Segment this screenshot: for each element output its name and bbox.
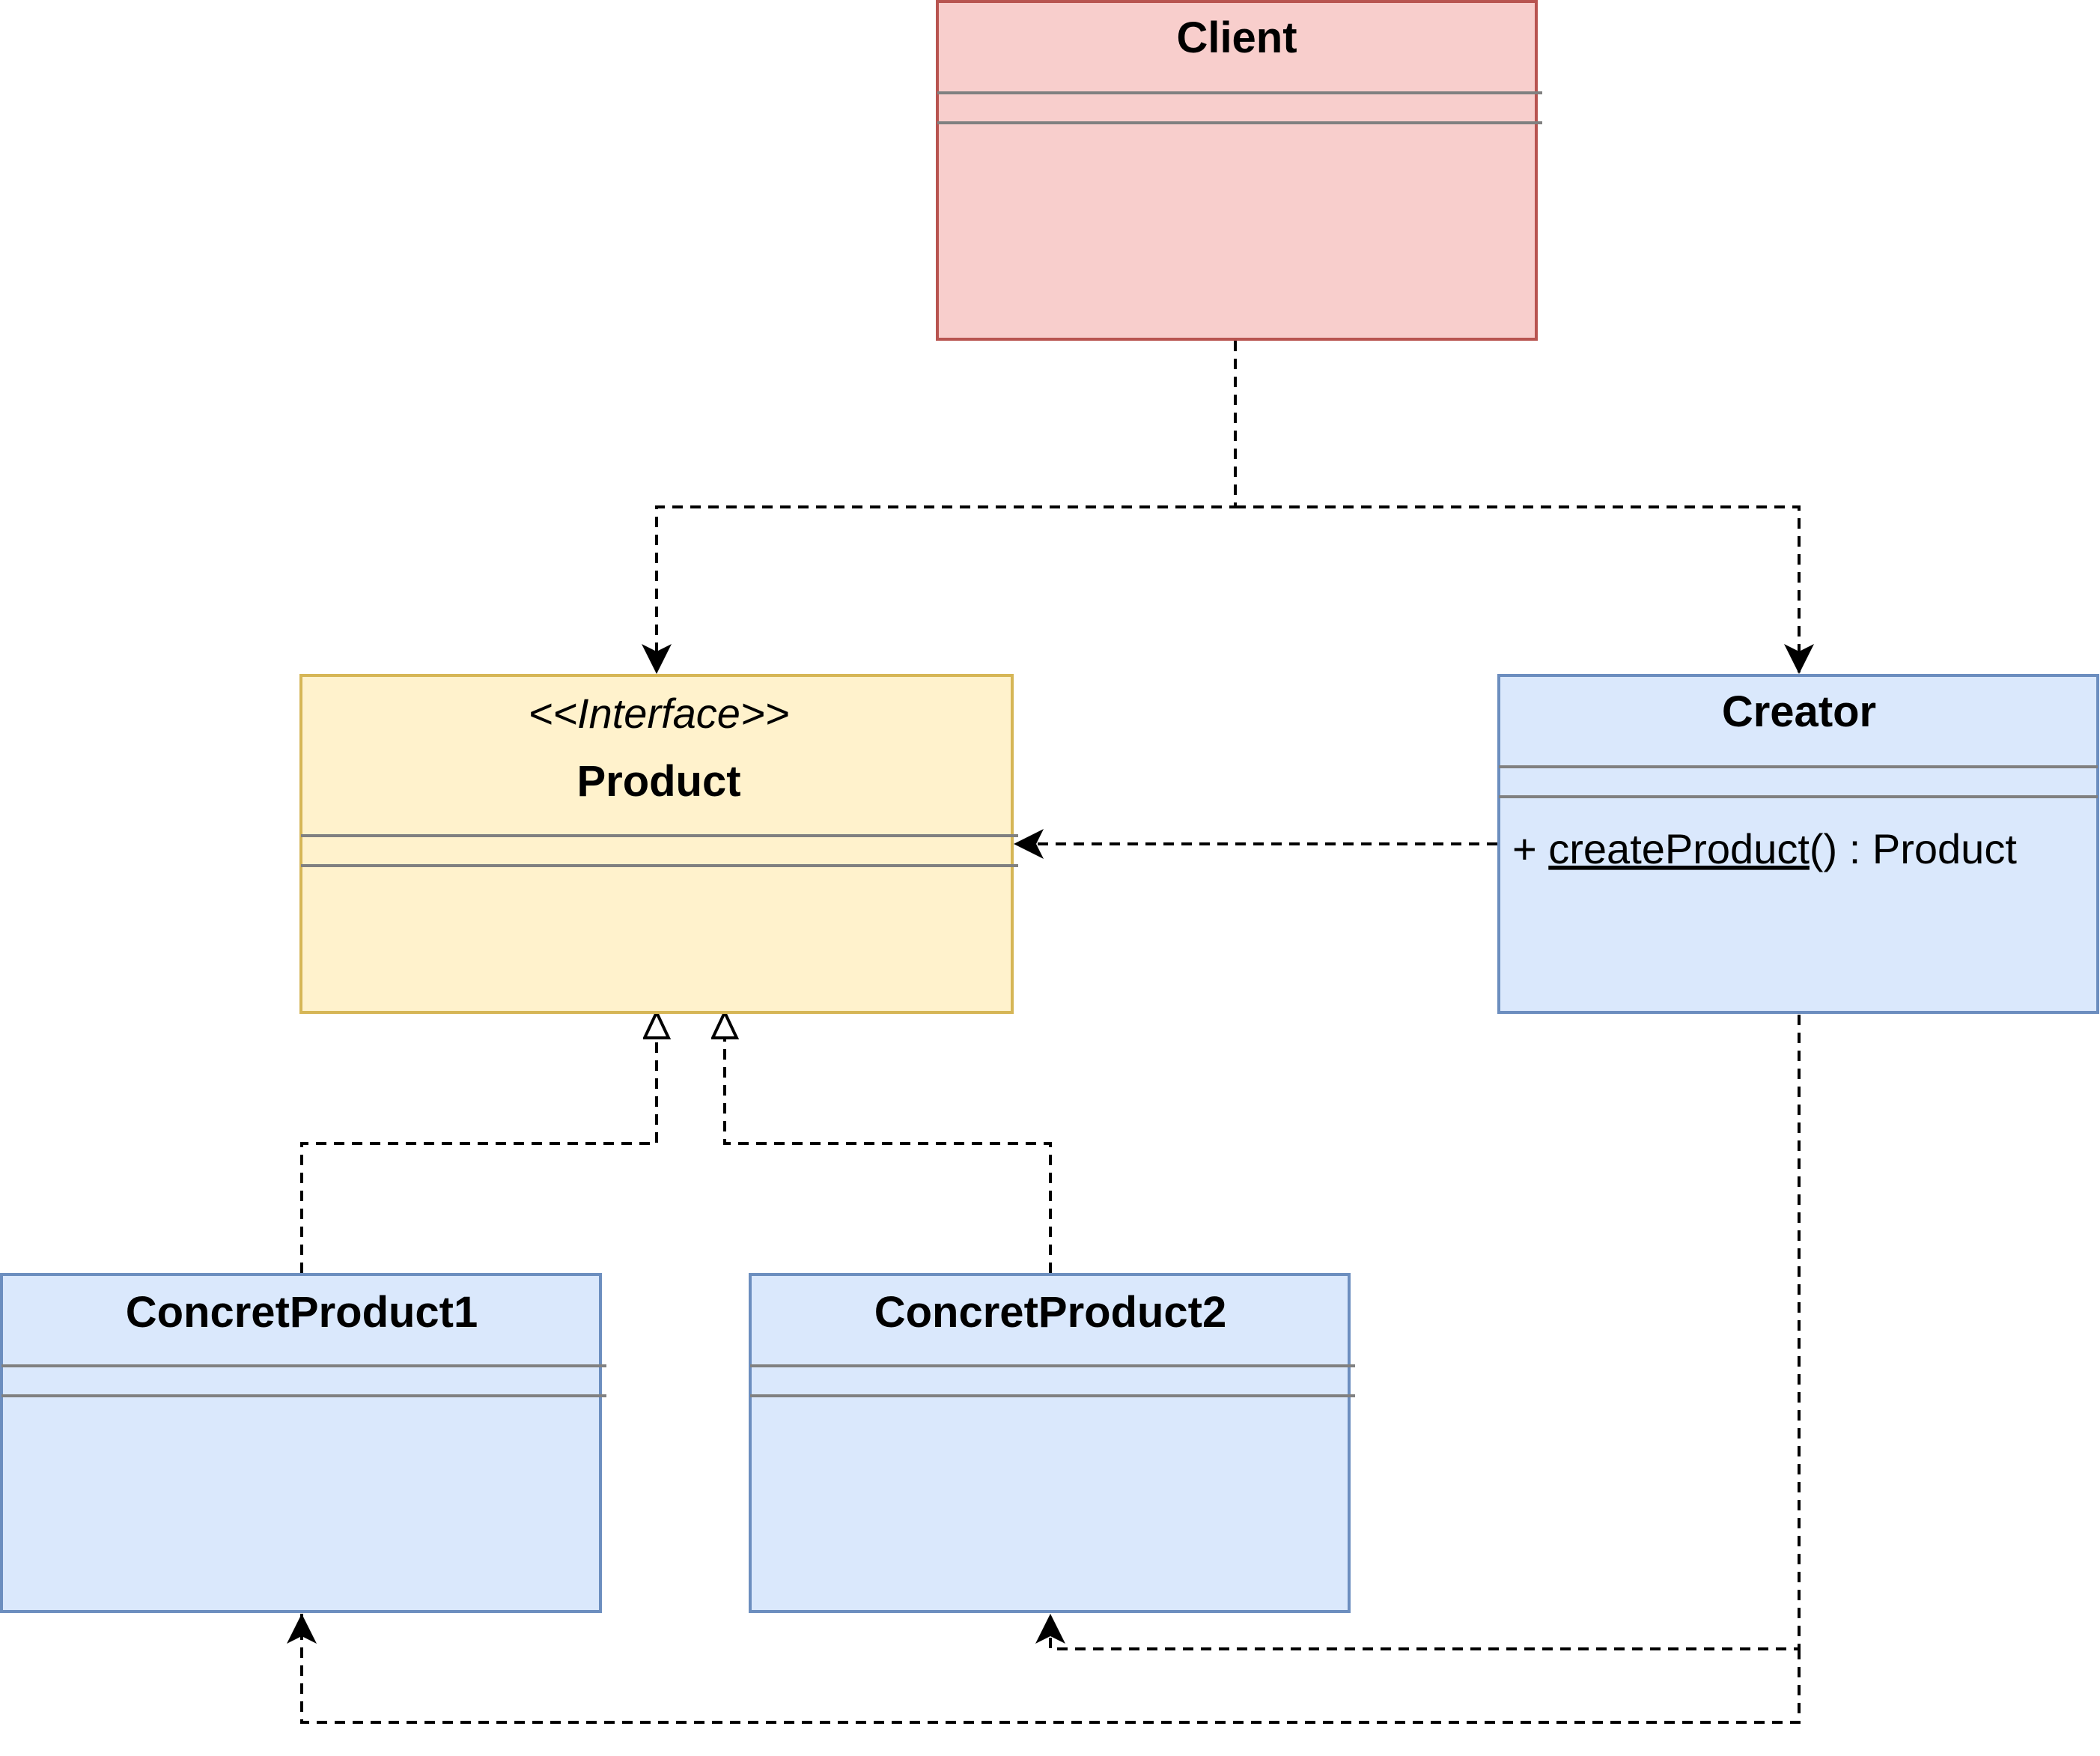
connectors — [287, 341, 1814, 1724]
client-to-product-dependency — [642, 341, 1237, 674]
creator-method: + createProduct() : Product — [1512, 825, 2017, 872]
product-interface[interactable]: <<Interface>> Product — [299, 674, 1018, 1014]
creator-to-concrete1-dependency — [287, 1614, 1801, 1724]
concrete-product1-class-name: ConcretProduct1 — [126, 1288, 478, 1337]
client-class[interactable]: Client — [936, 0, 1542, 341]
product-class-name: Product — [576, 757, 740, 806]
client-box — [936, 0, 1538, 341]
creator-method-name: createProduct — [1548, 825, 1810, 872]
concrete-product2-class[interactable]: ConcretProduct2 — [749, 1273, 1355, 1613]
client-class-name: Client — [1176, 13, 1297, 62]
concrete-product1-box — [0, 1273, 602, 1613]
concrete2-to-product-realization — [725, 1012, 1052, 1273]
creator-to-concrete2-dependency — [1035, 1015, 1801, 1650]
product-stereotype: <<Interface>> — [529, 690, 790, 737]
concrete-product2-box — [749, 1273, 1351, 1613]
creator-class[interactable]: Creator + createProduct() : Product — [1497, 674, 2099, 1014]
creator-method-signature: () : Product — [1810, 825, 2017, 872]
creator-method-visibility: + — [1512, 825, 1548, 872]
concrete-product1-class[interactable]: ConcretProduct1 — [0, 1273, 606, 1613]
concrete1-to-product-realization — [300, 1012, 657, 1273]
creator-class-name: Creator — [1722, 687, 1876, 736]
client-to-creator-dependency — [1235, 505, 1814, 674]
concrete-product2-class-name: ConcretProduct2 — [874, 1288, 1227, 1337]
product-box — [299, 674, 1014, 1014]
creator-box — [1497, 674, 2099, 1014]
